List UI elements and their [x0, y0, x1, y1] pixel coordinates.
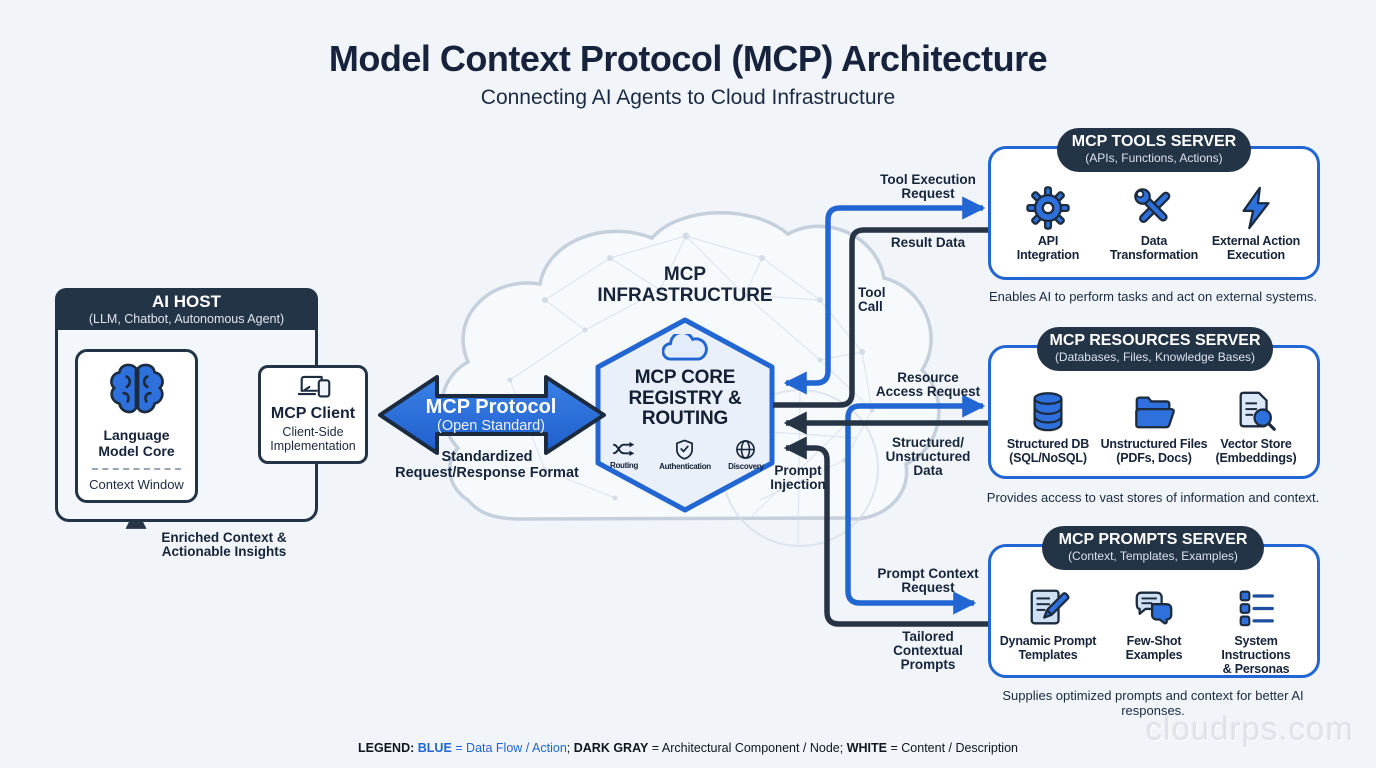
prompts-item-templates: Dynamic Prompt Templates [992, 586, 1104, 662]
resources-item-vector: Vector Store (Embeddings) [1200, 389, 1312, 465]
tools-server-header: MCP TOOLS SERVER (APIs, Functions, Actio… [1057, 128, 1251, 172]
tools-item-api: API Integration [992, 186, 1104, 262]
mcp-protocol-subtitle: (Open Standard) [436, 418, 545, 434]
ai-host-subtitle: (LLM, Chatbot, Autonomous Agent) [88, 312, 285, 326]
item-label: Few-Shot Examples [1125, 634, 1183, 662]
legend-blue-def: = Data Flow / Action [455, 741, 567, 755]
prompts-server-caption: Supplies optimized prompts and context f… [1002, 688, 1304, 718]
flow-label-enriched-context: Enriched Context & Actionable Insights [161, 530, 287, 559]
item-label: System Instructions & Personas [1221, 634, 1291, 676]
tools-server-title: MCP TOOLS SERVER [1071, 133, 1237, 150]
item-label: Structured DB (SQL/NoSQL) [1006, 437, 1090, 465]
list-icon [1239, 590, 1274, 627]
brain-icon [110, 363, 164, 414]
resources-server-subtitle: (Databases, Files, Knowledge Bases) [1054, 350, 1256, 364]
tools-server-subtitle: (APIs, Functions, Actions) [1085, 151, 1223, 165]
feature-label: Authentication [659, 461, 711, 471]
mcp-core-hexagon [595, 317, 775, 513]
prompts-item-instructions: System Instructions & Personas [1200, 586, 1312, 676]
flow-resource-prompt-line [845, 394, 986, 615]
tools-item-transform: Data Transformation [1098, 186, 1210, 262]
tools-icon [1134, 188, 1171, 223]
legend-white-def: = Content / Description [890, 741, 1018, 755]
flow-label-resource-access: Resource Access Request [875, 370, 981, 399]
prompts-item-fewshot: Few-Shot Examples [1098, 586, 1210, 662]
flow-label-tailored-prompts: Tailored Contextual Prompts [893, 629, 963, 672]
resources-server-caption: Provides access to vast stores of inform… [986, 490, 1320, 505]
context-window-label: Context Window [89, 477, 184, 492]
watermark: cloudrps.com [1145, 710, 1354, 747]
tools-server-caption: Enables AI to perform tasks and act on e… [988, 289, 1318, 304]
resources-item-db: Structured DB (SQL/NoSQL) [992, 389, 1104, 465]
feature-label: Discovery [728, 461, 764, 471]
routing-icon [613, 441, 635, 456]
prompts-server-header: MCP PROMPTS SERVER (Context, Templates, … [1042, 526, 1264, 570]
mcp-protocol-caption: Standardized Request/Response Format [395, 449, 579, 481]
resources-server-header: MCP RESOURCES SERVER (Databases, Files, … [1037, 327, 1273, 371]
infrastructure-title: MCP INFRASTRUCTURE [597, 264, 773, 306]
cloud-icon [661, 331, 708, 361]
mcp-protocol-arrow [378, 375, 606, 455]
legend-sep: ; [566, 741, 571, 755]
database-icon [1033, 392, 1063, 432]
flow-result-data-line [773, 227, 989, 408]
item-label: Dynamic Prompt Templates [999, 634, 1097, 662]
mcp-client-subtitle: Client-Side Implementation [270, 425, 356, 453]
resources-item-files: Unstructured Files (PDFs, Docs) [1098, 389, 1210, 465]
flow-label-tool-call: Tool Call [858, 285, 886, 314]
authentication-icon [676, 439, 694, 460]
folder-icon [1135, 396, 1175, 429]
language-model-core-label: Language Model Core [98, 427, 175, 459]
mcp-client-title: MCP Client [270, 405, 356, 422]
item-label: Unstructured Files (PDFs, Docs) [1100, 437, 1208, 465]
template-icon [1030, 589, 1070, 625]
hexagon-content: MCP CORE REGISTRY & ROUTING Routing Auth… [600, 331, 770, 471]
legend-gray-term: DARK GRAY [573, 741, 649, 755]
feature-label: Routing [609, 460, 639, 470]
flow-label-structured-data: Structured/ Unstructured Data [885, 435, 971, 478]
mcp-client-box [258, 365, 368, 464]
legend-blue-term: BLUE [417, 741, 452, 755]
discovery-icon [736, 439, 756, 459]
chat-icon [1135, 591, 1173, 625]
flow-label-tool-execution: Tool Execution Request [880, 172, 976, 201]
feature-authentication: Authentication [659, 439, 711, 471]
legend-white-term: WHITE [846, 741, 887, 755]
prompts-server-title: MCP PROMPTS SERVER [1058, 531, 1248, 548]
hexagon-heading: MCP CORE REGISTRY & ROUTING [628, 367, 742, 429]
gear-icon [1026, 186, 1070, 230]
flow-label-prompt-context: Prompt Context Request [877, 566, 979, 595]
legend-label: LEGEND: [358, 741, 415, 755]
prompts-server-subtitle: (Context, Templates, Examples) [1068, 549, 1238, 563]
item-label: API Integration [1016, 234, 1080, 262]
legend-gray-def: = Architectural Component / Node; [651, 741, 844, 755]
flow-tool-execution-line [783, 196, 986, 395]
item-label: External Action Execution [1211, 234, 1301, 262]
devices-icon [297, 375, 331, 398]
page-subtitle: Connecting AI Agents to Cloud Infrastruc… [480, 86, 896, 109]
item-label: Data Transformation [1109, 234, 1199, 262]
tools-item-action: External Action Execution [1200, 186, 1312, 262]
vector-store-icon [1239, 391, 1276, 431]
ai-host-title: AI HOST [152, 292, 221, 311]
flow-label-result-data: Result Data [890, 235, 966, 250]
feature-discovery: Discovery [722, 439, 770, 471]
flow-tailored-prompts-line [783, 436, 989, 627]
bolt-icon [1242, 186, 1270, 230]
mcp-protocol-title: MCP Protocol [425, 396, 557, 418]
legend: LEGEND: BLUE = Data Flow / Action; DARK … [0, 741, 1376, 755]
ai-host-header [55, 288, 318, 330]
page-title: Model Context Protocol (MCP) Architectur… [328, 38, 1048, 79]
flow-label-prompt-injection: Prompt Injection [770, 463, 826, 492]
item-label: Vector Store (Embeddings) [1215, 437, 1297, 465]
resources-server-title: MCP RESOURCES SERVER [1049, 332, 1261, 349]
feature-routing: Routing [600, 439, 648, 471]
context-divider [92, 468, 181, 470]
